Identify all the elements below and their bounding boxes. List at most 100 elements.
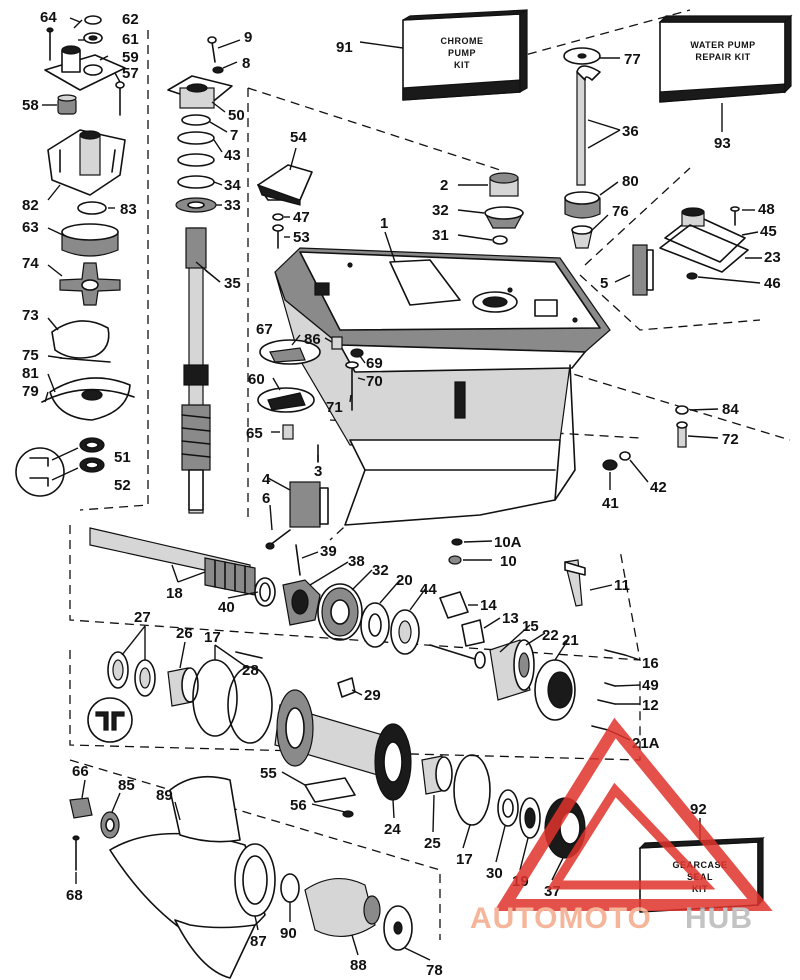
callout-13: 13 — [502, 610, 519, 627]
callout-45: 45 — [760, 223, 777, 240]
callout-85: 85 — [118, 777, 135, 794]
watermark-logo: AUTOMOTO HUB — [470, 717, 773, 935]
callout-47: 47 — [293, 209, 310, 226]
callout-42: 42 — [650, 479, 667, 496]
callout-1: 1 — [380, 215, 388, 232]
callout-78: 78 — [426, 962, 443, 979]
callout-30: 30 — [486, 865, 503, 882]
callout-89: 89 — [156, 787, 173, 804]
callout-11: 11 — [614, 577, 630, 594]
callout-62: 62 — [122, 11, 139, 28]
callout-16: 16 — [642, 655, 659, 672]
callout-61: 61 — [122, 31, 139, 48]
callout-25: 25 — [424, 835, 441, 852]
callout-3: 3 — [314, 463, 322, 480]
chrome-pump-kit-line3: KIT — [454, 60, 470, 70]
callout-14: 14 — [480, 597, 497, 614]
callout-74: 74 — [22, 255, 39, 272]
callout-68: 68 — [66, 887, 83, 904]
callout-numbers: 64 62 61 59 57 58 82 83 63 74 73 75 81 7… — [22, 9, 781, 979]
callout-81: 81 — [22, 365, 39, 382]
callout-51: 51 — [114, 449, 131, 466]
callout-59: 59 — [122, 49, 139, 66]
callout-7: 7 — [230, 127, 238, 144]
callout-22: 22 — [542, 627, 559, 644]
callout-72: 72 — [722, 431, 739, 448]
callout-32b: 32 — [372, 562, 389, 579]
leader-lines — [42, 17, 762, 961]
callout-32: 32 — [432, 202, 449, 219]
callout-27: 27 — [134, 609, 151, 626]
callout-2: 2 — [440, 177, 448, 194]
callout-76: 76 — [612, 203, 629, 220]
callout-83: 83 — [120, 201, 137, 218]
callout-87: 87 — [250, 933, 267, 950]
callout-67: 67 — [256, 321, 273, 338]
water-pump-parts — [15, 15, 135, 497]
water-pump-kit-line2: REPAIR KIT — [695, 52, 750, 62]
callout-64: 64 — [40, 9, 57, 26]
callout-41: 41 — [602, 495, 619, 512]
callout-8: 8 — [242, 55, 250, 72]
callout-39: 39 — [320, 543, 337, 560]
callout-40: 40 — [218, 599, 235, 616]
propshaft-parts — [89, 527, 626, 731]
callout-49: 49 — [642, 677, 659, 694]
driveshaft-parts — [167, 36, 233, 514]
callout-58: 58 — [22, 97, 39, 114]
callout-66: 66 — [72, 763, 89, 780]
callout-31: 31 — [432, 227, 449, 244]
callout-34: 34 — [224, 177, 241, 194]
callout-18: 18 — [166, 585, 183, 602]
callout-21: 21 — [562, 632, 579, 649]
chrome-pump-kit-box: CHROME PUMP KIT — [402, 8, 528, 101]
callout-82: 82 — [22, 197, 39, 214]
callout-5: 5 — [600, 275, 608, 292]
gearcase-seal-kit-line1: GEARCASE — [672, 860, 727, 870]
chrome-pump-kit-line1: CHROME — [441, 36, 484, 46]
callout-73: 73 — [22, 307, 39, 324]
callout-90: 90 — [280, 925, 297, 942]
callout-46: 46 — [764, 275, 781, 292]
callout-50: 50 — [228, 107, 245, 124]
callout-84: 84 — [722, 401, 739, 418]
callout-33: 33 — [224, 197, 241, 214]
callout-38: 38 — [348, 553, 365, 570]
callout-36: 36 — [622, 123, 639, 140]
callout-55: 55 — [260, 765, 277, 782]
gearcase-housing — [274, 247, 611, 526]
callout-44: 44 — [420, 581, 437, 598]
callout-10A: 10A — [494, 534, 522, 551]
callout-52: 52 — [114, 477, 131, 494]
callout-12: 12 — [642, 697, 659, 714]
callout-57: 57 — [122, 65, 139, 82]
callout-4: 4 — [262, 471, 271, 488]
watermark-text-primary: AUTOMOTO — [470, 902, 652, 935]
water-pump-kit-line1: WATER PUMP — [690, 40, 755, 50]
callout-48: 48 — [758, 201, 775, 218]
callout-65: 65 — [246, 425, 263, 442]
watermark-text-secondary: HUB — [685, 902, 753, 935]
callout-20: 20 — [396, 572, 413, 589]
callout-88: 88 — [350, 957, 367, 974]
callout-77: 77 — [624, 51, 641, 68]
callout-86: 86 — [304, 331, 321, 348]
water-pump-kit-box: WATER PUMP REPAIR KIT — [658, 14, 793, 103]
callout-63: 63 — [22, 219, 39, 236]
callout-17b: 17 — [456, 851, 473, 868]
propeller-parts — [69, 775, 413, 979]
callout-60: 60 — [248, 371, 265, 388]
shift-parts — [257, 336, 689, 607]
callout-93: 93 — [714, 135, 731, 152]
bearing-carrier-parts — [87, 651, 586, 859]
callout-91: 91 — [336, 39, 353, 56]
callout-28: 28 — [242, 662, 259, 679]
callout-24: 24 — [384, 821, 401, 838]
callout-92: 92 — [690, 801, 707, 818]
callout-69: 69 — [366, 355, 383, 372]
callout-6: 6 — [262, 490, 270, 507]
callout-56: 56 — [290, 797, 307, 814]
callout-35: 35 — [224, 275, 241, 292]
callout-79: 79 — [22, 383, 39, 400]
